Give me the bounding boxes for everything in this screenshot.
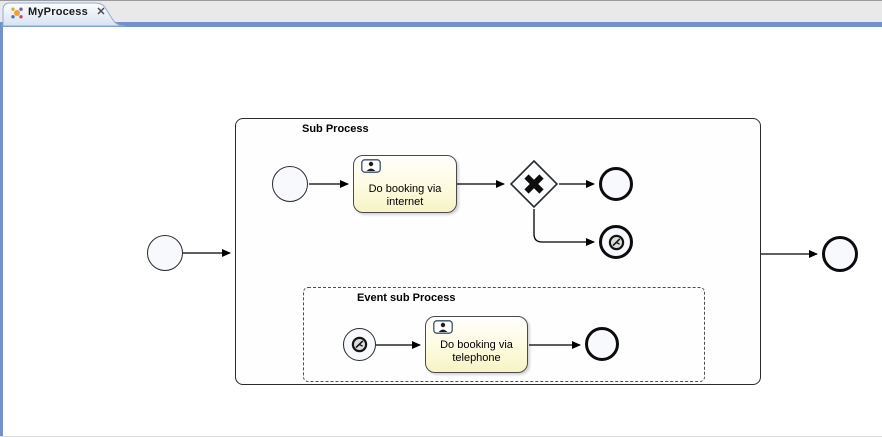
subprocess-label: Sub Process	[302, 123, 369, 135]
event-subprocess-container[interactable]: Event sub Process	[303, 287, 705, 382]
end-event-event-subprocess[interactable]	[585, 327, 619, 361]
editor-left-accent	[0, 22, 3, 437]
task-do-booking-via-internet[interactable]: Do booking via internet	[353, 155, 457, 213]
tab-title: MyProcess	[28, 6, 88, 18]
start-event-timer[interactable]	[343, 328, 376, 361]
end-event-subprocess[interactable]	[599, 167, 633, 201]
end-event-main[interactable]	[822, 236, 858, 272]
task-do-booking-via-telephone[interactable]: Do booking via telephone	[425, 316, 528, 373]
editor-tab-strip	[0, 0, 882, 22]
tab-shape	[2, 2, 126, 27]
tab-close-icon[interactable]: ✕	[96, 6, 106, 18]
timer-event-icon	[608, 234, 624, 250]
timer-event-icon	[351, 336, 368, 353]
task-label: Do booking via internet	[368, 183, 442, 208]
exclusive-gateway[interactable]	[506, 156, 562, 212]
start-event-main[interactable]	[147, 235, 183, 271]
bpmn-diagram-icon	[11, 7, 23, 19]
start-event-subprocess[interactable]	[272, 166, 308, 202]
end-event-timer[interactable]	[599, 225, 633, 259]
editor-tab-myprocess[interactable]: MyProcess ✕	[2, 0, 134, 27]
user-task-icon	[433, 320, 453, 334]
active-tab-underline	[0, 22, 882, 27]
user-task-icon	[361, 159, 381, 173]
event-subprocess-label: Event sub Process	[357, 292, 456, 304]
task-label: Do booking via telephone	[440, 339, 513, 364]
gateway-x-marker	[524, 174, 544, 194]
